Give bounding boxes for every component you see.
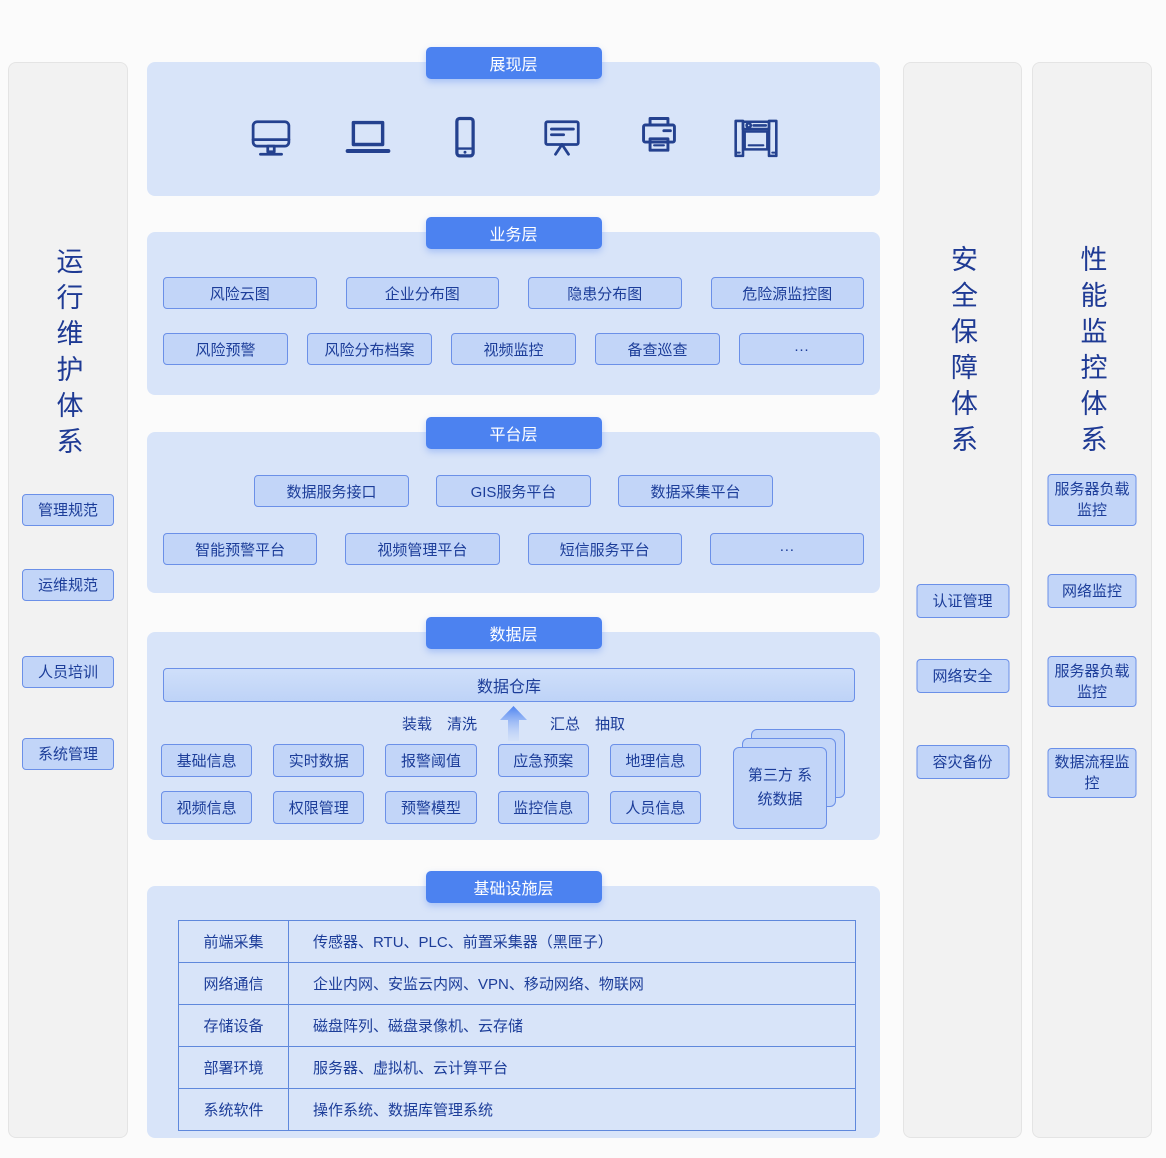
platform-row-2: 智能预警平台 视频管理平台 短信服务平台 ··· (163, 533, 864, 565)
performance-monitoring-pillar: 性能监控体系 服务器负载监控 网络监控 服务器负载监控 数据流程监控 (1032, 62, 1152, 1138)
performance-monitoring-title: 性能监控体系 (1076, 245, 1107, 461)
data-layer-panel: 数据层 数据仓库 装载 清洗 汇总 抽取 基础信息 实时数据 报警阈值 应急预案… (147, 617, 880, 840)
chip-management-spec: 管理规范 (22, 494, 114, 526)
chip-personnel-info: 人员信息 (609, 791, 702, 824)
chip-enterprise-distribution-map: 企业分布图 (345, 277, 499, 309)
platform-layer-panel: 平台层 数据服务接口 GIS服务平台 数据采集平台 智能预警平台 视频管理平台 … (147, 417, 880, 593)
chip-business-more: ··· (739, 333, 864, 365)
presentation-layer-tab: 展现层 (425, 47, 602, 79)
table-row-deployment-environment: 部署环境 服务器、虚拟机、云计算平台 (179, 1046, 855, 1088)
table-row-storage-devices: 存储设备 磁盘阵列、磁盘录像机、云存储 (179, 1004, 855, 1046)
chip-basic-info: 基础信息 (161, 744, 253, 777)
chip-authentication-management: 认证管理 (916, 584, 1009, 618)
chip-alarm-threshold: 报警阈值 (385, 744, 477, 777)
chip-server-load-monitor-2: 服务器负载监控 (1047, 656, 1137, 707)
table-row-system-software: 系统软件 操作系统、数据库管理系统 (179, 1088, 855, 1130)
chip-network-security: 网络安全 (916, 659, 1009, 693)
chip-inspection-check: 备查巡查 (595, 333, 720, 365)
chip-monitoring-info: 监控信息 (497, 791, 589, 824)
business-row-2: 风险预警 风险分布档案 视频监控 备查巡查 ··· (163, 333, 864, 365)
row-label: 网络通信 (179, 963, 289, 1004)
smartphone-icon (455, 116, 475, 158)
business-layer-tab: 业务层 (425, 217, 602, 249)
chip-data-flow-monitor: 数据流程监控 (1047, 748, 1137, 798)
table-row-network-communication: 网络通信 企业内网、安监云内网、VPN、移动网络、物联网 (179, 962, 855, 1004)
chip-realtime-data: 实时数据 (273, 744, 365, 777)
row-value: 传感器、RTU、PLC、前置采集器（黑匣子） (313, 934, 613, 951)
etl-load-label: 装载 (401, 715, 432, 733)
presentation-layer-panel: 展现层 (147, 47, 880, 196)
row-value: 企业内网、安监云内网、VPN、移动网络、物联网 (313, 976, 644, 993)
third-party-system-data-card: 第三方 系统数据 (733, 747, 827, 829)
business-layer-panel: 业务层 风险云图 企业分布图 隐患分布图 危险源监控图 风险预警 风险分布档案 … (147, 217, 880, 395)
chip-server-load-monitor-1: 服务器负载监控 (1047, 474, 1137, 526)
platform-row-1: 数据服务接口 GIS服务平台 数据采集平台 (163, 475, 864, 507)
security-assurance-title: 安全保障体系 (947, 245, 977, 461)
chip-smart-warning-platform: 智能预警平台 (163, 533, 318, 565)
chip-hazard-distribution-map: 隐患分布图 (528, 277, 682, 309)
chip-risk-cloud-map: 风险云图 (163, 277, 317, 309)
chip-emergency-plan: 应急预案 (497, 744, 589, 777)
platform-layer-tab: 平台层 (425, 417, 602, 449)
ops-maintenance-pillar: 运行维护体系 管理规范 运维规范 人员培训 系统管理 (8, 62, 128, 1138)
chip-sms-service-platform: 短信服务平台 (527, 533, 682, 565)
row-value: 磁盘阵列、磁盘录像机、云存储 (313, 1018, 524, 1035)
up-arrow-icon (500, 705, 527, 741)
device-icons-row (147, 112, 880, 164)
chip-video-info: 视频信息 (161, 791, 253, 824)
chip-platform-more: ··· (709, 533, 864, 565)
printer-icon (642, 117, 676, 152)
chip-geographic-info: 地理信息 (609, 744, 702, 777)
data-row-2: 视频信息 权限管理 预警模型 监控信息 人员信息 (161, 791, 702, 824)
infrastructure-table: 前端采集 传感器、RTU、PLC、前置采集器（黑匣子） 网络通信 企业内网、安监… (178, 920, 856, 1131)
infrastructure-layer-panel: 基础设施层 前端采集 传感器、RTU、PLC、前置采集器（黑匣子） 网络通信 企… (147, 871, 880, 1138)
chip-danger-source-monitor-map: 危险源监控图 (710, 277, 864, 309)
chip-network-monitor: 网络监控 (1047, 574, 1137, 608)
row-value: 操作系统、数据库管理系统 (313, 1102, 494, 1119)
chip-permission-management: 权限管理 (273, 791, 365, 824)
security-assurance-pillar: 安全保障体系 认证管理 网络安全 容灾备份 (903, 62, 1022, 1138)
chip-data-collection-platform: 数据采集平台 (618, 475, 773, 507)
chip-data-service-interface: 数据服务接口 (254, 475, 409, 507)
table-row-front-collection: 前端采集 传感器、RTU、PLC、前置采集器（黑匣子） (179, 921, 855, 962)
data-layer-tab: 数据层 (425, 617, 602, 649)
chip-disaster-recovery-backup: 容灾备份 (916, 745, 1009, 779)
desktop-monitor-icon (251, 120, 291, 156)
etl-extract-label: 抽取 (595, 715, 626, 733)
chip-personnel-training: 人员培训 (22, 656, 114, 688)
ops-maintenance-title: 运行维护体系 (52, 247, 83, 463)
row-label: 系统软件 (179, 1089, 289, 1130)
business-row-1: 风险云图 企业分布图 隐患分布图 危险源监控图 (163, 277, 864, 309)
row-label: 存储设备 (179, 1005, 289, 1046)
data-row-1: 基础信息 实时数据 报警阈值 应急预案 地理信息 (161, 744, 702, 777)
row-value: 服务器、虚拟机、云计算平台 (313, 1060, 509, 1077)
presentation-board-icon (544, 120, 580, 156)
chip-gis-service-platform: GIS服务平台 (436, 475, 591, 507)
chip-video-surveillance: 视频监控 (451, 333, 576, 365)
row-label: 前端采集 (179, 921, 289, 962)
row-label: 部署环境 (179, 1047, 289, 1088)
etl-process-row: 装载 清洗 汇总 抽取 (147, 705, 880, 741)
chip-warning-model: 预警模型 (385, 791, 477, 824)
chip-risk-distribution-archive: 风险分布档案 (307, 333, 432, 365)
chip-risk-warning: 风险预警 (163, 333, 288, 365)
infrastructure-layer-tab: 基础设施层 (425, 871, 602, 903)
laptop-icon (345, 120, 391, 154)
chip-video-management-platform: 视频管理平台 (345, 533, 500, 565)
data-warehouse-bar: 数据仓库 (163, 668, 855, 702)
chip-ops-spec: 运维规范 (22, 569, 114, 601)
display-wall-icon (734, 119, 778, 158)
etl-clean-label: 清洗 (446, 715, 477, 733)
etl-aggregate-label: 汇总 (550, 715, 581, 733)
chip-system-management: 系统管理 (22, 738, 114, 770)
